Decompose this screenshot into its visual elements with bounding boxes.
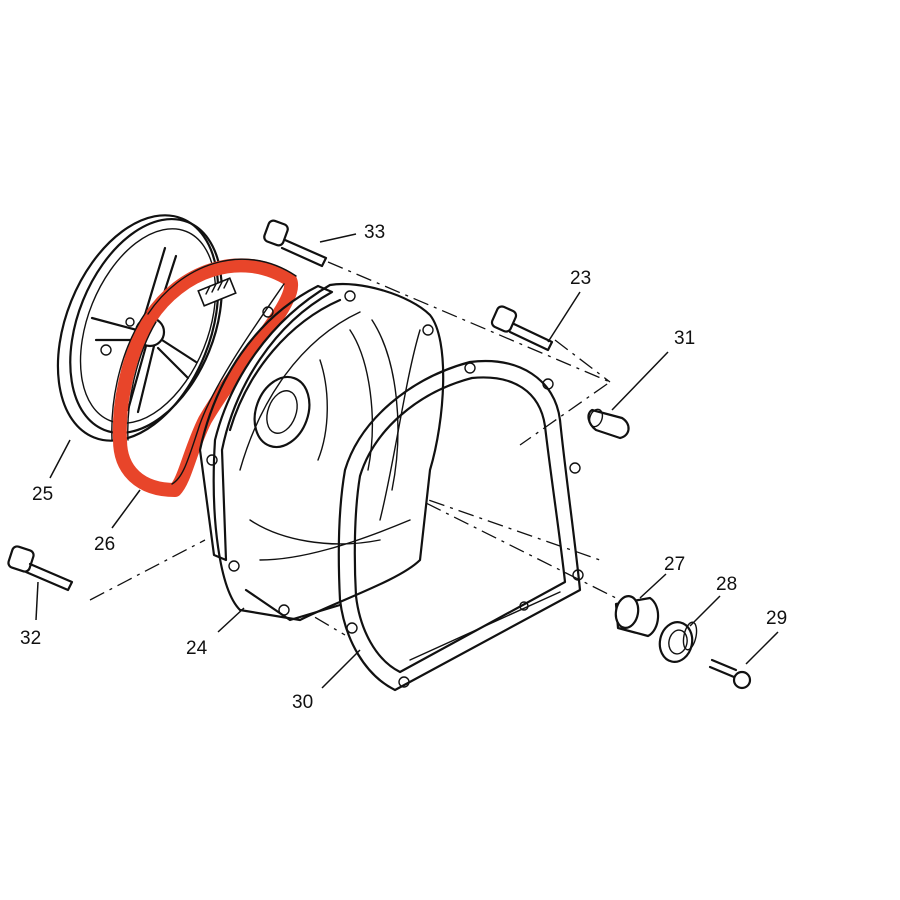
part-28-seal-ring	[658, 621, 698, 663]
callout-25: 25	[32, 484, 53, 505]
part-30-housing-gasket	[337, 360, 584, 692]
part-24-housing	[198, 283, 445, 622]
part-31-cap	[587, 408, 630, 440]
part-33-bolt	[263, 219, 328, 268]
callout-33: 33	[364, 222, 385, 243]
part-32-bolt	[7, 545, 74, 592]
callout-28: 28	[716, 574, 737, 595]
callout-24: 24	[186, 638, 208, 659]
callout-30: 30	[292, 692, 313, 713]
callout-29: 29	[766, 608, 787, 629]
callout-32: 32	[20, 628, 41, 649]
part-23-bolt	[490, 305, 554, 352]
part-29-bolt	[708, 658, 752, 690]
gasket-tab	[197, 277, 237, 307]
leader-lines	[35, 233, 779, 689]
callout-27: 27	[664, 554, 685, 575]
callout-labels: 33 23 31 25 26 32 24 30 27 28 29	[20, 222, 787, 713]
part-27-bushing	[614, 595, 660, 638]
callout-26: 26	[94, 534, 115, 555]
part-26-gasket	[111, 258, 299, 497]
callout-23: 23	[570, 268, 591, 289]
callout-31: 31	[674, 328, 695, 349]
